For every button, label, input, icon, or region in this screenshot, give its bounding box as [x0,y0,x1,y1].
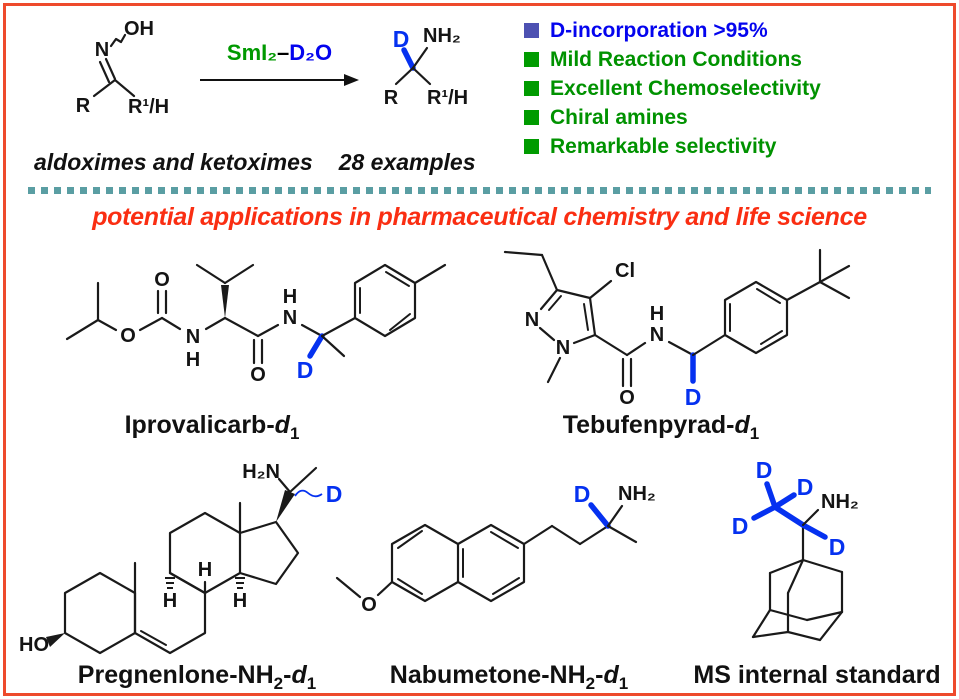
atom-label-nh2: NH₂ [423,25,461,47]
c-d-bond [401,47,416,71]
pregnenolone-label: Pregnenlone-NH2-d1 [77,661,317,693]
highlight-mild-conditions: Mild Reaction Conditions [524,45,821,74]
highlights-list: D-incorporation >95% Mild Reaction Condi… [524,16,821,161]
substituent-r1h: R¹/H [427,87,468,109]
oxime-reactant-structure: N OH R R¹/H [76,18,169,118]
reaction-conditions: SmI₂–D₂O [197,40,362,66]
bond-lines [751,481,844,642]
atom-label-o: O [250,364,266,386]
atom-label-d: D [297,357,314,383]
bullet-square-icon [524,139,539,154]
highlight-chemoselectivity: Excellent Chemoselectivity [524,74,821,103]
atom-label-n: N [650,324,664,346]
highlight-text: Chiral amines [550,105,688,129]
bullet-square-icon [524,52,539,67]
atom-label-n: N [283,307,297,329]
tebufenpyrad-label: Tebufenpyrad-d1 [562,411,760,443]
reaction-arrow [200,74,359,86]
pregnenolone-structure: H₂N D H H H HO [19,461,343,656]
atom-label-oh: OH [124,18,154,40]
highlight-text: Excellent Chemoselectivity [550,76,821,100]
atom-label-n: N [95,39,109,61]
nabumetone-structure: O D NH₂ [335,481,656,616]
ez-squiggle-bond [109,33,127,48]
atom-label-cl: Cl [615,260,635,282]
atom-label-n: N [525,309,539,331]
substrates-note: aldoximes and ketoximes 28 examples [34,149,476,176]
atom-label-d: D [574,481,591,507]
atom-label-d: D [393,26,410,52]
iprovalicarb-label: Iprovalicarb-d1 [124,411,300,443]
substituent-r: R [384,87,399,109]
atom-label-o: O [154,269,170,291]
atom-label-h: H [186,349,200,371]
highlight-text: Mild Reaction Conditions [550,47,802,71]
substituent-r1h: R¹/H [128,96,169,118]
atom-label-o: O [361,594,377,616]
atom-label-h: H [650,303,664,325]
smi2-label: SmI₂ [226,40,278,65]
atom-label-o: O [619,387,635,409]
atom-label-d: D [756,457,773,483]
examples-count: 28 examples [338,149,476,175]
bond-lines [335,502,638,603]
atom-label-d: D [326,481,343,507]
highlight-text: Remarkable selectivity [550,134,777,158]
atom-label-h: H [283,286,297,308]
bullet-square-icon [524,81,539,96]
hashed-h-c14 [235,577,245,589]
atom-label-h: H [163,590,177,612]
applications-heading: potential applications in pharmaceutical… [92,203,867,231]
dash: – [277,40,290,65]
atom-label-n: N [186,326,200,348]
tebufenpyrad-structure: N N Cl O N H D [503,248,851,410]
atom-label-h: H [233,590,247,612]
atom-label-d: D [797,474,814,500]
bond-lines [503,248,851,388]
highlight-text: D-incorporation >95% [550,18,768,42]
bullet-square-icon [524,23,539,38]
atom-label-d: D [829,534,846,560]
atom-label-ho: HO [19,634,49,656]
d2o-label: D₂O [289,40,333,65]
atom-label-h: H [198,559,212,581]
hashed-h-c9 [165,577,175,589]
atom-label-o: O [120,325,136,347]
atom-label-d: D [685,384,702,410]
highlight-d-incorporation: D-incorporation >95% [524,16,821,45]
dashed-separator [28,187,931,194]
highlight-selectivity: Remarkable selectivity [524,132,821,161]
bullet-square-icon [524,110,539,125]
iprovalicarb-structure: O O N H O N H D [65,263,447,386]
ms-standard-structure: D D D D NH₂ [732,457,859,642]
atom-label-h2n: H₂N [242,461,280,483]
atom-label-nh2: NH₂ [618,483,656,505]
atom-label-n: N [556,337,570,359]
amine-product-structure: D NH₂ R R¹/H [384,25,468,109]
highlight-chiral-amines: Chiral amines [524,103,821,132]
ms-standard-label: MS internal standard [693,661,941,689]
substrates-text: aldoximes and ketoximes [34,149,313,175]
stereo-squiggle-bond [294,489,323,498]
bond-lines [65,263,447,365]
atom-label-d: D [732,513,749,539]
bond-lines [46,466,323,655]
nabumetone-label: Nabumetone-NH2-d1 [389,661,629,693]
atom-label-nh2: NH₂ [821,491,859,513]
substituent-r: R [76,95,91,117]
